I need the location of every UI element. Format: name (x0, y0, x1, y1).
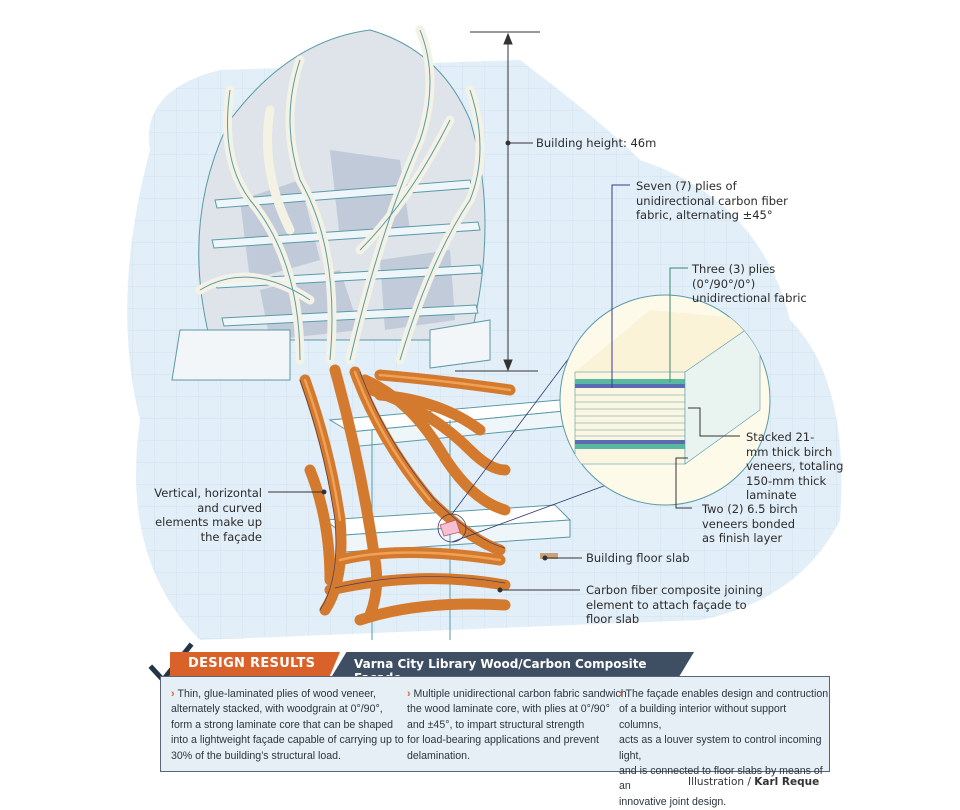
label-fabric-plies: Three (3) plies (0°/90°/0°) unidirection… (692, 262, 807, 305)
design-results-label: DESIGN RESULTS (188, 656, 316, 671)
label-facade-elements: Vertical, horizontal and curved elements… (154, 486, 262, 544)
label-floor-slab: Building floor slab (586, 551, 690, 565)
building-illustration (171, 25, 491, 381)
bullet-chevron-icon: › (407, 688, 411, 700)
result-text-3: The façade enables design and contructio… (619, 688, 829, 808)
result-item-3: ›The façade enables design and contructi… (619, 687, 829, 810)
label-building-height: Building height: 46m (536, 136, 657, 150)
label-stacked-veneers: Stacked 21- mm thick birch veneers, tota… (746, 430, 844, 502)
label-joining-element: Carbon fiber composite joining element t… (586, 583, 763, 626)
design-results-tag: DESIGN RESULTS (170, 652, 340, 676)
results-title-tag: Varna City Library Wood/Carbon Composite… (332, 652, 694, 676)
height-dimension (455, 31, 540, 372)
design-results-panel: ›Thin, glue-laminated plies of wood vene… (160, 676, 830, 808)
label-finish-veneers: Two (2) 6.5 birch veneers bonded as fini… (702, 502, 798, 545)
result-item-1: ›Thin, glue-laminated plies of wood vene… (171, 687, 411, 764)
illustration-credit: Illustration / Karl Reque (688, 776, 819, 788)
results-title: Varna City Library Wood/Carbon Composite… (354, 657, 647, 676)
bullet-chevron-icon: › (619, 688, 623, 700)
label-carbon-plies: Seven (7) plies of unidirectional carbon… (636, 179, 788, 222)
result-text-1: Thin, glue-laminated plies of wood venee… (171, 688, 404, 762)
bullet-chevron-icon: › (171, 688, 175, 700)
credit-author: Karl Reque (754, 776, 820, 788)
leader-lines (268, 184, 740, 593)
result-item-2: ›Multiple unidirectional carbon fabric s… (407, 687, 627, 764)
wood-facade (299, 364, 516, 626)
result-text-2: Multiple unidirectional carbon fabric sa… (407, 688, 627, 762)
credit-prefix: Illustration / (688, 776, 755, 788)
